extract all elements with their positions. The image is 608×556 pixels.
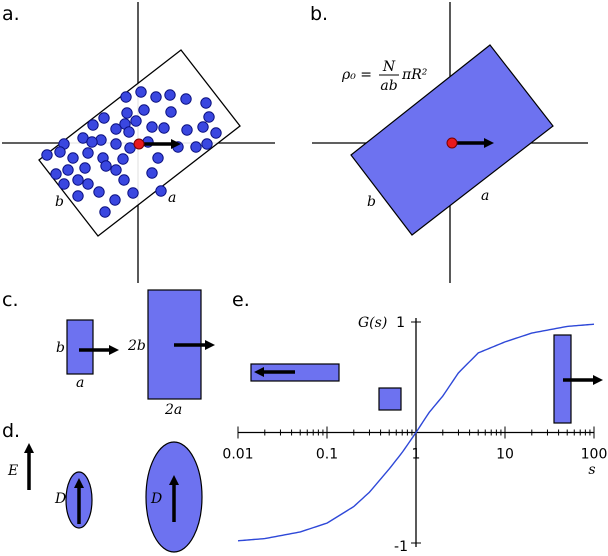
particle — [72, 190, 84, 202]
panel-d: d. E D D — [2, 420, 203, 553]
field-label: E — [7, 463, 18, 479]
particle — [130, 115, 142, 127]
particle — [146, 167, 158, 179]
chart-xlabel: s — [588, 462, 595, 478]
formula-denominator: ab — [380, 78, 397, 94]
particle — [127, 187, 139, 199]
particle — [146, 121, 158, 133]
particle — [138, 104, 150, 116]
particle — [121, 107, 133, 119]
small-rectangle — [66, 319, 94, 375]
particle — [62, 164, 74, 176]
panel-b: b. ρ₀ = N ab πR² b a — [310, 2, 588, 283]
x-tick-label: 100 — [581, 447, 608, 463]
particle — [172, 141, 184, 153]
particle — [109, 194, 121, 206]
particle — [117, 153, 129, 165]
particle — [180, 93, 192, 105]
particle — [123, 126, 135, 138]
particle — [58, 178, 70, 190]
panel-e-label: e. — [232, 289, 250, 311]
particle — [86, 136, 98, 148]
y-tick-label: 1 — [396, 315, 405, 331]
particle — [72, 174, 84, 186]
particle — [210, 127, 222, 139]
large-side-label: 2b — [127, 338, 146, 354]
small-side-label: b — [56, 340, 65, 356]
formula-lhs: ρ₀ = — [341, 67, 372, 83]
formula-tail: πR² — [401, 67, 428, 83]
panel-b-side-a-label: a — [481, 188, 489, 204]
particle — [79, 162, 91, 174]
panel-a-side-b-label: b — [55, 194, 64, 210]
particle — [82, 178, 94, 190]
particle — [152, 152, 164, 164]
particle-cloud — [41, 86, 222, 218]
particle — [181, 124, 193, 136]
y-tick-label: -1 — [394, 539, 408, 555]
particle — [201, 138, 213, 150]
particle — [200, 97, 212, 109]
particle — [67, 152, 79, 164]
large-ellipse-label: D — [150, 491, 162, 507]
x-tick-label: 0.01 — [222, 447, 253, 463]
large-bottom-label: 2a — [164, 402, 182, 418]
formula-numerator: N — [382, 59, 396, 75]
particle — [54, 146, 66, 158]
panel-c-label: c. — [2, 289, 19, 311]
x-tick-label: 10 — [496, 447, 514, 463]
particle — [197, 121, 209, 133]
x-tick-label: 0.1 — [316, 447, 338, 463]
panel-a: a. b a — [2, 2, 275, 283]
particle — [155, 185, 167, 197]
particle — [93, 186, 105, 198]
panel-b-tracer-particle — [446, 137, 458, 149]
particle — [190, 141, 202, 153]
chart-ylabel: G(s) — [358, 315, 387, 331]
panel-d-label: d. — [2, 420, 20, 442]
particle — [82, 147, 94, 159]
x-tick-label: 1 — [412, 447, 421, 463]
series-line-G — [237, 323, 595, 542]
particle — [150, 91, 162, 103]
panel-e: e. 0.01 0.1 1 10 100 1 -1 G(s) s — [222, 289, 607, 555]
panel-a-label: a. — [2, 3, 20, 25]
particle — [118, 174, 130, 186]
panel-c: c. b a 2b 2a — [2, 289, 215, 418]
particle — [164, 89, 176, 101]
particle — [87, 119, 99, 131]
density-formula: ρ₀ = N ab πR² — [341, 59, 428, 94]
particle — [50, 168, 62, 180]
inset-square — [378, 387, 402, 411]
particle — [110, 164, 122, 176]
small-ellipse-label: D — [54, 491, 66, 507]
panel-b-label: b. — [310, 3, 328, 25]
particle — [110, 138, 122, 150]
particle — [135, 86, 147, 98]
particle — [99, 206, 111, 218]
correlation-chart: 0.01 0.1 1 10 100 1 -1 — [222, 315, 607, 555]
small-bottom-label: a — [76, 375, 84, 391]
particle — [165, 106, 177, 118]
panel-a-side-a-label: a — [168, 190, 176, 206]
particle — [203, 111, 215, 123]
particle — [98, 112, 110, 124]
particle — [110, 123, 122, 135]
particle — [41, 149, 53, 161]
particle — [120, 91, 132, 103]
particle — [158, 122, 170, 134]
panel-a-tracer-particle — [133, 138, 145, 150]
particle — [124, 142, 136, 154]
panel-b-side-b-label: b — [367, 194, 376, 210]
particle — [100, 160, 112, 172]
